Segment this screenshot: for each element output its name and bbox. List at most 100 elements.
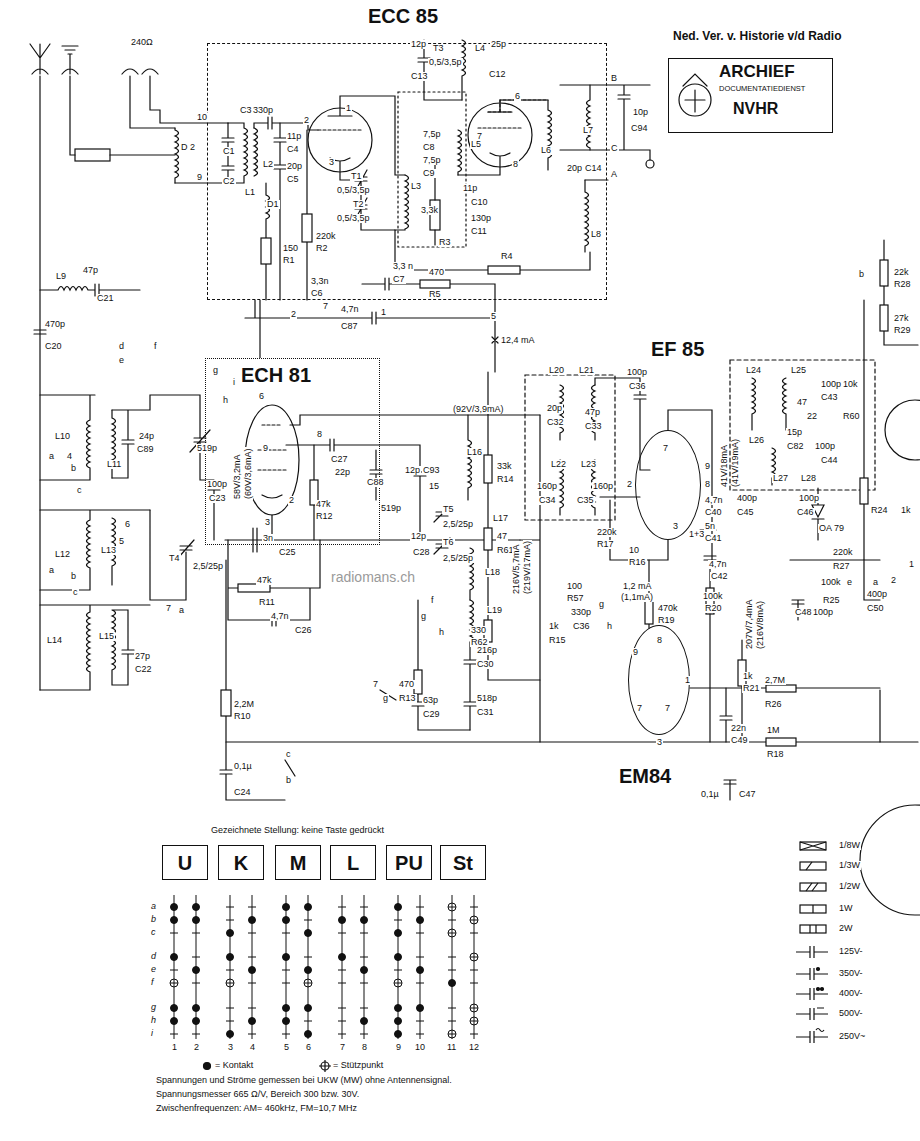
matrix-cross [416, 907, 424, 908]
part-label: 4,7n [704, 496, 724, 505]
part-label: 9 [395, 1043, 402, 1052]
support-point [448, 929, 456, 937]
legend-samples [204, 842, 829, 1072]
support-point [470, 916, 478, 924]
part-label: 1k [548, 622, 560, 631]
matrix-cross [360, 933, 368, 934]
contact-dot [249, 1018, 256, 1025]
part-label: A [610, 170, 618, 179]
support-point [448, 903, 456, 911]
part-label: 0,5/3,5p [428, 58, 463, 67]
contact-dot [395, 1018, 402, 1025]
matrix-cross [448, 970, 456, 971]
support-point [470, 1004, 478, 1012]
row-letter: h [150, 1016, 157, 1025]
part-label: h [606, 622, 613, 631]
node-title: U [163, 853, 207, 873]
part-label: R4 [500, 252, 514, 261]
contact-dot [249, 967, 256, 974]
part-label: g [420, 612, 427, 621]
part-label: c [72, 588, 79, 597]
part-label: 20p [546, 404, 563, 413]
part-label: R10 [233, 712, 252, 721]
legend-text: 1/2W [838, 882, 861, 891]
matrix-cross [360, 957, 368, 958]
part-label: 27k [893, 314, 910, 323]
part-label: C11 [470, 227, 488, 236]
row-letter: b [150, 915, 157, 924]
matrix-cross [416, 957, 424, 958]
note-text: Spannungsmesser 665 Ω/V, Bereich 300 bzw… [155, 1090, 360, 1099]
part-label: C45 [736, 508, 755, 517]
part-label: C5 [286, 175, 300, 184]
part-label: a [872, 578, 879, 587]
node-title: ECH 81 [241, 365, 311, 385]
part-label: 12p [410, 40, 427, 49]
measurement-note: 207V/7,4mA [745, 598, 754, 650]
legend-text: 1W [838, 904, 854, 913]
archive-header: Ned. Ver. v. Historie v/d Radio [672, 30, 843, 42]
part-label: C12 [488, 70, 507, 79]
matrix-cross [304, 1021, 312, 1022]
matrix-line [452, 895, 453, 1039]
switch-matrix [170, 895, 478, 1039]
part-label: R24 [870, 506, 889, 515]
node-title: St [441, 853, 485, 873]
part-label: 12,4 mA [500, 336, 536, 345]
part-label: C13 [410, 72, 429, 81]
part-label: C22 [134, 665, 153, 674]
part-label: 9 [632, 648, 639, 657]
part-label: 12p [410, 532, 427, 541]
part-label: 12p [404, 466, 421, 475]
part-label: 0,1µ [233, 762, 253, 771]
legend-text: 400V- [838, 989, 864, 998]
part-label: L23 [580, 460, 597, 469]
part-label: R28 [893, 280, 912, 289]
part-label: C28 [412, 548, 431, 557]
part-label: 47k [256, 576, 273, 585]
contact-dot [305, 1031, 312, 1038]
part-label: 160p [536, 482, 558, 491]
key-button: L [330, 845, 376, 880]
node-title: PU [387, 853, 431, 873]
part-label: C43 [820, 393, 839, 402]
part-label: 470 [398, 680, 415, 689]
contact-dot [171, 1005, 178, 1012]
part-label: 10 [414, 1043, 426, 1052]
support-cross [226, 979, 234, 987]
part-label: 1k [742, 672, 754, 681]
note-text: Spannungen und Ströme gemessen bei UKW (… [155, 1076, 453, 1085]
part-label: 15p [786, 428, 803, 437]
part-label: L1 [244, 188, 256, 197]
part-label: 3 [264, 518, 271, 527]
part-label: R3 [438, 238, 452, 247]
part-label: 1M [766, 726, 781, 735]
part-label: C44 [820, 456, 839, 465]
part-label: 2 [288, 496, 295, 505]
node-title: NVHR [733, 101, 778, 117]
part-label: 10 [628, 546, 640, 555]
part-label: C21 [96, 294, 115, 303]
part-label: C36 [628, 382, 647, 391]
part-label: C50 [866, 604, 885, 613]
contact-dot [249, 917, 256, 924]
part-label: 0,5/3,5p [336, 186, 371, 195]
matrix-cross [226, 920, 234, 921]
part-label: L3 [410, 182, 422, 191]
part-label: 4,7n [340, 305, 360, 314]
measurement-note: (219V/17mA) [523, 540, 532, 595]
part-label: R1 [282, 256, 296, 265]
part-label: 8 [316, 430, 323, 439]
contact-dot [395, 904, 402, 911]
part-label: C40 [704, 508, 723, 517]
legend-text: 1/3W [838, 861, 861, 870]
part-label: 3,3 n [392, 262, 414, 271]
part-label: 12 [468, 1043, 480, 1052]
node-title: DOCUMENTATIEDIENST [719, 85, 805, 93]
part-label: L16 [466, 448, 483, 457]
part-label: (92V/3,9mA) [452, 405, 505, 414]
part-label: OA 79 [818, 524, 845, 533]
matrix-cross [416, 1021, 424, 1022]
support-cross [448, 929, 456, 937]
contact-dot [193, 904, 200, 911]
